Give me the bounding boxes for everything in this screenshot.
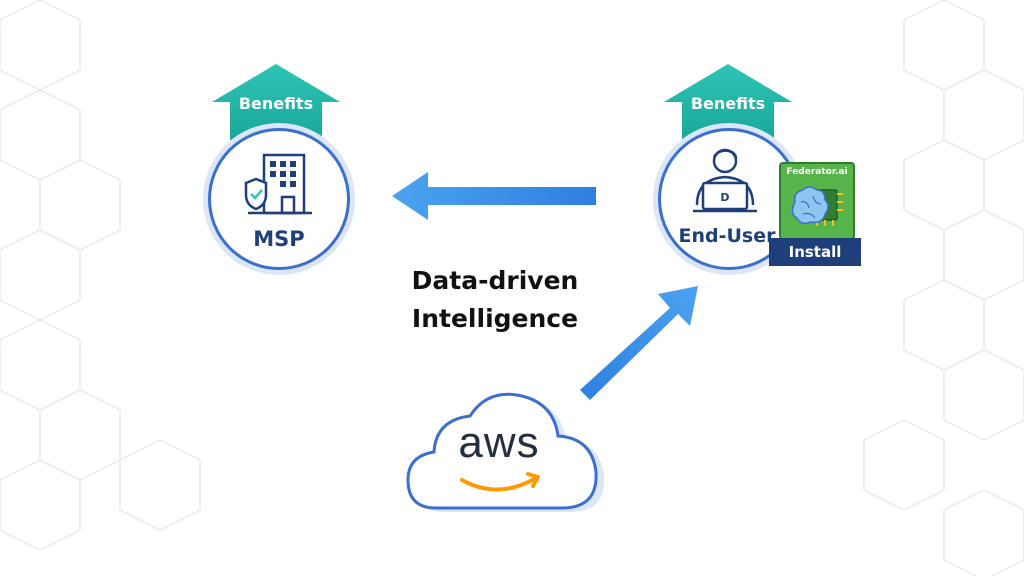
federator-ai-tile: Federator.ai (779, 162, 855, 240)
up-arrow-icon (664, 64, 792, 140)
end-user-benefits-arrow: Benefits (664, 64, 792, 140)
center-text-line2: Intelligence (411, 304, 579, 333)
install-button[interactable]: Install (769, 238, 861, 266)
left-arrow (392, 172, 596, 220)
federator-title: Federator.ai (786, 167, 848, 177)
msp-label: MSP (253, 227, 305, 251)
msp-benefits-arrow: Benefits (212, 64, 340, 140)
msp-node: MSP (208, 128, 350, 270)
end-user-benefits-label: Benefits (690, 94, 766, 113)
center-text-line1: Data-driven (411, 266, 579, 295)
brain-chip-icon (791, 186, 843, 226)
data-driven-intelligence-text: Data-driven Intelligence (380, 262, 610, 338)
svg-text:D: D (720, 191, 729, 204)
aws-logo-text: aws (458, 418, 540, 467)
end-user-label: End-User (678, 225, 776, 247)
person-laptop-icon: D (693, 148, 757, 213)
aws-cloud-icon (406, 392, 605, 512)
diagonal-arrow (580, 286, 698, 400)
msp-benefits-label: Benefits (238, 94, 314, 113)
up-arrow-icon (212, 64, 340, 140)
building-shield-icon (244, 153, 312, 215)
